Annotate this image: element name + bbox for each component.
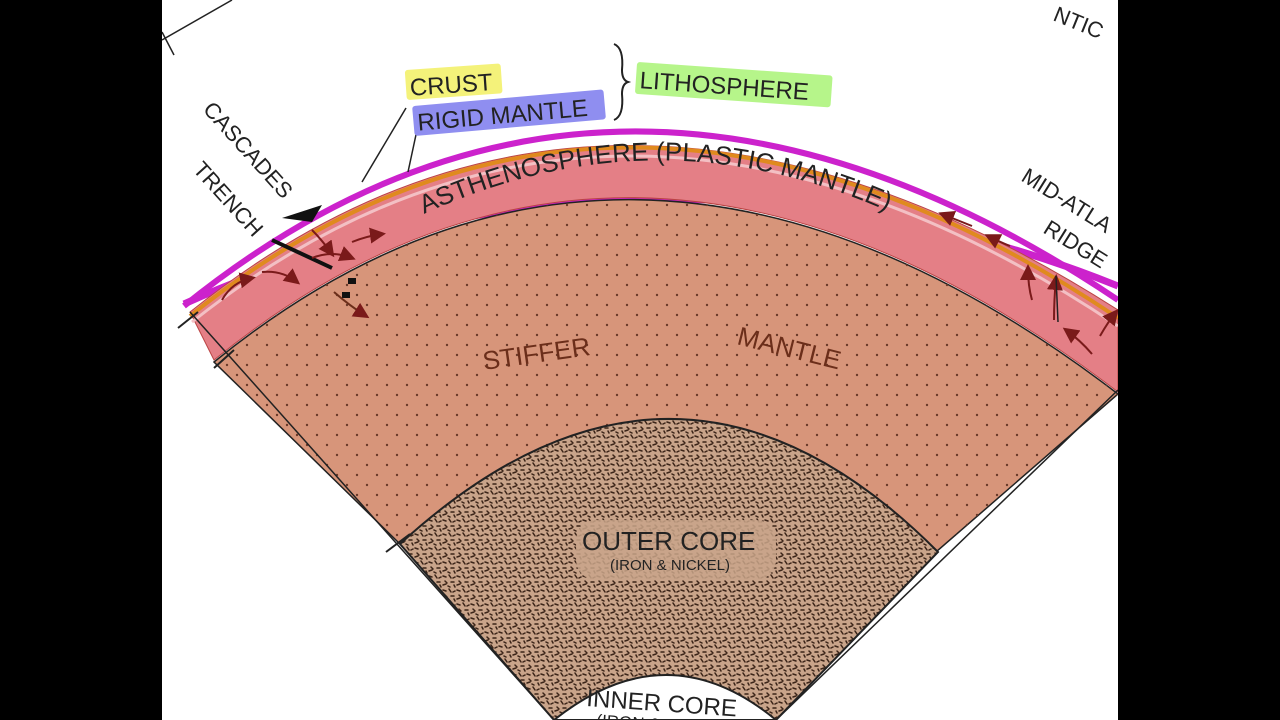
- diagram-panel: NTIC: [162, 0, 1118, 720]
- subducting-slab: [271, 238, 333, 270]
- ridge-crack-line: [1055, 275, 1059, 323]
- lithosphere-label-group: LITHOSPHERE: [635, 62, 833, 108]
- convection-arrow-2: [261, 268, 301, 285]
- label-outer-core-sub: (IRON & NICKEL): [610, 557, 730, 574]
- asthenosphere-layer: [189, 145, 1118, 393]
- lithosphere-brace: [613, 43, 632, 121]
- ridge-arrow-5: [1062, 327, 1093, 355]
- wedge-left-edge: [189, 311, 555, 720]
- lithosphere-highlight: [635, 62, 833, 108]
- convection-arrow-4: [351, 227, 386, 244]
- trench-marker: [282, 205, 322, 222]
- lithosphere-base-line: [191, 154, 1118, 328]
- stiffer-mantle-dots: [214, 199, 1118, 552]
- top-left-fragment-line: [162, 0, 233, 41]
- label-outer-core: OUTER CORE: [582, 526, 755, 556]
- slab-fragment-1: [348, 278, 356, 284]
- ridge-arrow-3: [1020, 264, 1037, 301]
- top-left-tick: [162, 31, 175, 56]
- rigid-mantle-highlight: [412, 89, 606, 136]
- tick-left-2: [213, 349, 235, 369]
- slab-fragment-2: [342, 292, 350, 298]
- convection-arrow-5: [311, 229, 335, 258]
- earth-layers-diagram: NTIC: [162, 0, 1118, 720]
- label-inner-core-sub: (IRON & NICKEL): [596, 711, 733, 720]
- wedge-right-edge: [775, 389, 1118, 720]
- leader-line-rigid-mantle: [407, 129, 418, 173]
- ridge-arrow-2: [984, 234, 1011, 249]
- rigid-mantle-line: [188, 145, 1118, 320]
- inner-core-layer: [552, 674, 778, 720]
- crust-highlight: [404, 63, 503, 100]
- label-crust: CRUST: [409, 69, 494, 102]
- tick-left-3: [385, 533, 411, 553]
- outer-core-label-bg: [576, 520, 776, 580]
- ridge-arrow-6: [1099, 308, 1118, 337]
- label-top-right-fragment: NTIC: [1050, 1, 1107, 43]
- crust-label-group: CRUST: [404, 63, 503, 102]
- leader-line-crust: [361, 107, 407, 183]
- ridge-arrow-1: [938, 211, 973, 227]
- convection-arrow-1: [221, 272, 256, 301]
- convection-arrow-6: [333, 291, 370, 319]
- outer-core-label-group: OUTER CORE (IRON & NICKEL): [576, 520, 776, 580]
- tick-left-1: [177, 311, 199, 329]
